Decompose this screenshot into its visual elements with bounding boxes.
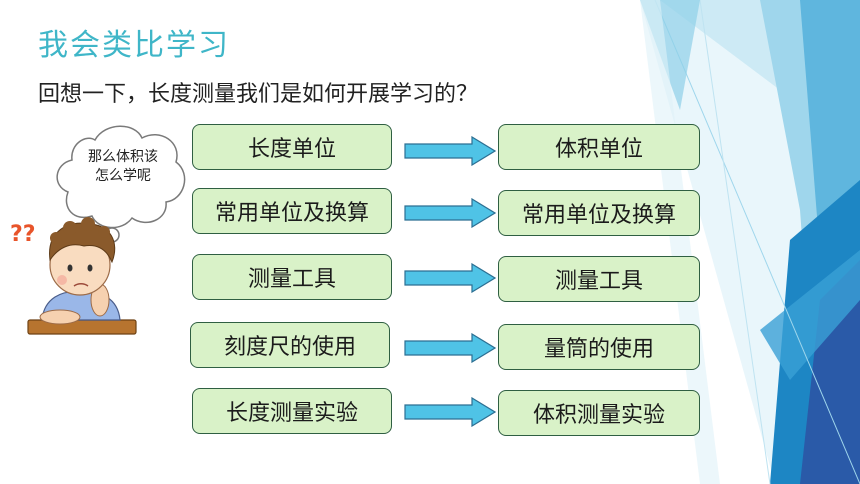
volume-item-unit: 体积单位 bbox=[498, 124, 700, 170]
volume-item-usage: 量筒的使用 bbox=[498, 324, 700, 370]
arrow-right-icon bbox=[404, 397, 496, 427]
arrow-right-icon bbox=[404, 263, 496, 293]
length-item-usage: 刻度尺的使用 bbox=[190, 322, 390, 368]
length-item-unit: 长度单位 bbox=[192, 124, 392, 170]
length-item-experiment: 长度测量实验 bbox=[192, 388, 392, 434]
arrow-right-icon bbox=[404, 136, 496, 166]
arrow-right-icon bbox=[404, 198, 496, 228]
question-marks: ?? bbox=[10, 222, 36, 247]
volume-item-conversion: 常用单位及换算 bbox=[498, 190, 700, 236]
length-item-conversion: 常用单位及换算 bbox=[192, 188, 392, 234]
thinking-child-illustration bbox=[27, 125, 186, 335]
slide-title: 我会类比学习 bbox=[38, 28, 230, 63]
length-item-tool: 测量工具 bbox=[192, 254, 392, 300]
volume-item-tool: 测量工具 bbox=[498, 256, 700, 302]
slide-question: 回想一下，长度测量我们是如何开展学习的？ bbox=[38, 82, 479, 107]
arrow-right-icon bbox=[404, 333, 496, 363]
thought-bubble-text: 那么体积该怎么学呢 bbox=[88, 149, 158, 184]
volume-item-experiment: 体积测量实验 bbox=[498, 390, 700, 436]
